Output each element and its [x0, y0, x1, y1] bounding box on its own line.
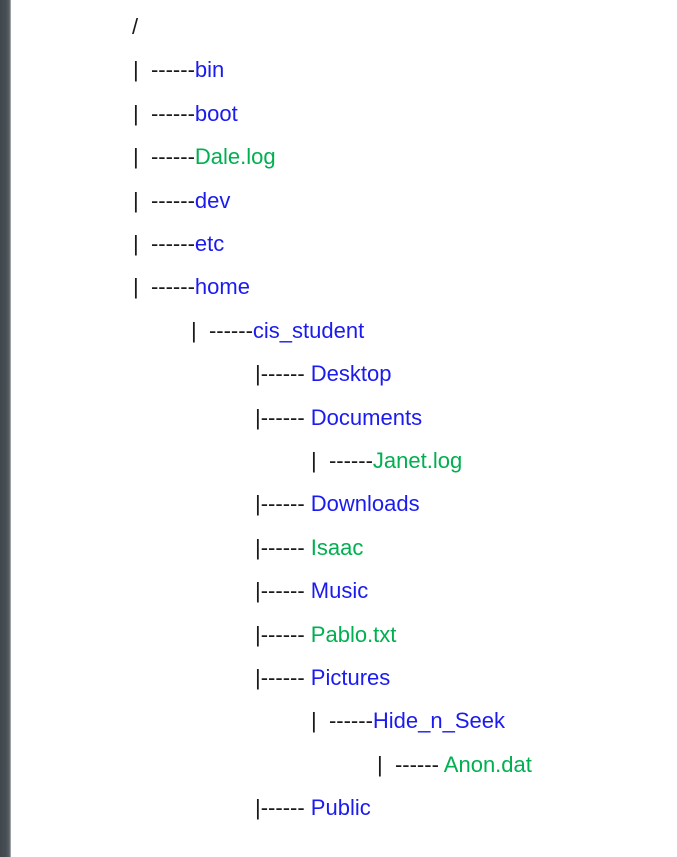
- tree-branch-prefix: |------: [255, 795, 311, 820]
- file-node-label: Janet.log: [372, 448, 463, 473]
- tree-row: |------ Music: [255, 576, 368, 606]
- window-left-edge: [0, 0, 11, 857]
- directory-node-label: bin: [194, 57, 225, 82]
- tree-row: |------ Pictures: [255, 663, 390, 693]
- tree-branch-prefix: |------: [255, 491, 311, 516]
- tree-row: |------ Desktop: [255, 359, 392, 389]
- tree-row: |------ Downloads: [255, 489, 420, 519]
- tree-branch-prefix: |------: [255, 665, 311, 690]
- tree-branch-prefix: | ------: [311, 448, 373, 473]
- tree-row: |------ Pablo.txt: [255, 620, 396, 650]
- file-node-label: Pablo.txt: [310, 622, 397, 647]
- directory-node-label: etc: [194, 231, 225, 256]
- tree-row: | ------Hide_n_Seek: [311, 706, 505, 736]
- tree-row: | ------cis_student: [191, 316, 364, 346]
- tree-branch-prefix: | ------: [377, 752, 444, 777]
- file-node-label: Dale.log: [194, 144, 276, 169]
- directory-node-label: cis_student: [252, 318, 365, 343]
- tree-branch-prefix: | ------: [133, 57, 195, 82]
- tree-row: | ------home: [133, 272, 250, 302]
- tree-branch-prefix: | ------: [133, 188, 195, 213]
- file-node-label: Anon.dat: [443, 752, 532, 777]
- file-node-label: Isaac: [310, 535, 364, 560]
- directory-node-label: Downloads: [310, 491, 420, 516]
- tree-branch-prefix: |------: [255, 578, 311, 603]
- directory-node-label: Music: [310, 578, 369, 603]
- tree-branch-prefix: | ------: [191, 318, 253, 343]
- directory-node-label: Hide_n_Seek: [372, 708, 506, 733]
- tree-row: | ------ Anon.dat: [377, 750, 532, 780]
- directory-node-label: home: [194, 274, 250, 299]
- tree-row: | ------boot: [133, 99, 238, 129]
- tree-row: /: [132, 12, 138, 42]
- directory-node-label: Documents: [310, 405, 423, 430]
- tree-branch-prefix: | ------: [311, 708, 373, 733]
- tree-branch-prefix: |------: [255, 622, 311, 647]
- directory-node-label: dev: [194, 188, 231, 213]
- tree-row: |------ Documents: [255, 403, 422, 433]
- tree-row: | ------bin: [133, 55, 224, 85]
- tree-row: | ------Janet.log: [311, 446, 462, 476]
- tree-branch-prefix: |------: [255, 361, 311, 386]
- root-node-label: /: [132, 14, 139, 39]
- tree-branch-prefix: |------: [255, 535, 311, 560]
- tree-row: | ------dev: [133, 186, 230, 216]
- tree-branch-prefix: | ------: [133, 101, 195, 126]
- tree-branch-prefix: | ------: [133, 274, 195, 299]
- directory-node-label: boot: [194, 101, 238, 126]
- directory-node-label: Public: [310, 795, 371, 820]
- tree-row: | ------etc: [133, 229, 224, 259]
- tree-branch-prefix: | ------: [133, 144, 195, 169]
- tree-row: |------ Isaac: [255, 533, 363, 563]
- tree-row: | ------Dale.log: [133, 142, 276, 172]
- tree-branch-prefix: |------: [255, 405, 311, 430]
- directory-node-label: Pictures: [310, 665, 391, 690]
- directory-node-label: Desktop: [310, 361, 392, 386]
- tree-row: |------ Public: [255, 793, 371, 823]
- tree-branch-prefix: | ------: [133, 231, 195, 256]
